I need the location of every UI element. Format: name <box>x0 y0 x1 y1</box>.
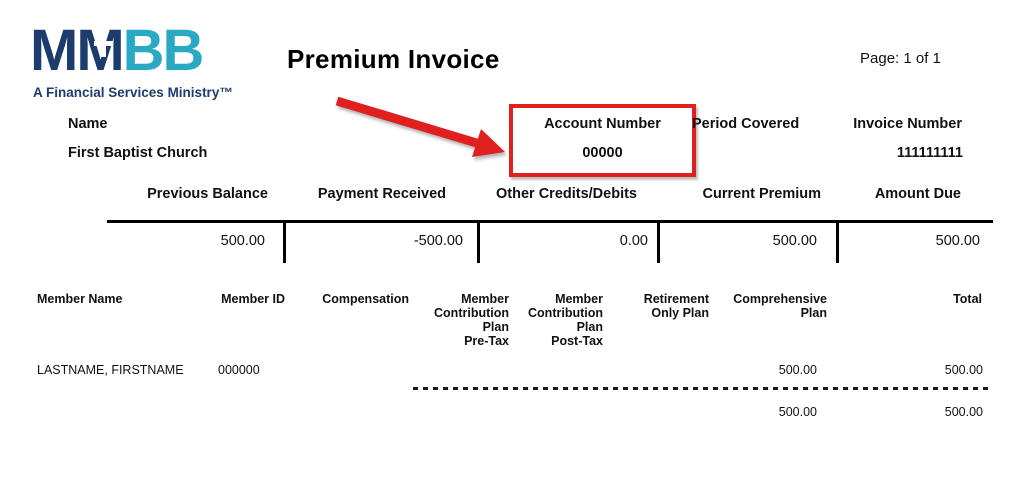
member-name-cell: LASTNAME, FIRSTNAME <box>37 363 184 377</box>
summary-column-divider <box>836 220 839 263</box>
cross-icon <box>101 35 106 57</box>
payment-received-value: -500.00 <box>413 233 463 249</box>
other-credits-debits-value: 0.00 <box>619 233 648 249</box>
annotation-arrow-icon <box>335 96 505 157</box>
page-number: Page: 1 of 1 <box>860 50 941 67</box>
payment-received-label: Payment Received <box>317 186 446 202</box>
member-id-header: Member ID <box>221 292 285 306</box>
total-header: Total <box>953 292 982 306</box>
account-number-label: Account Number <box>544 116 661 132</box>
summary-column-divider <box>283 220 286 263</box>
previous-balance-value: 500.00 <box>220 233 265 249</box>
page-title: Premium Invoice <box>287 44 500 74</box>
logo-bb-text: BB <box>122 18 205 83</box>
invoice-number-value: 111111111 <box>896 145 963 161</box>
logo-mm-text: MM <box>30 18 125 83</box>
period-covered-label: Period Covered <box>692 116 800 132</box>
contribution-pretax-header: Member Contribution Plan Pre-Tax <box>434 292 509 348</box>
summary-divider-line <box>107 220 993 223</box>
member-id-cell: 000000 <box>218 363 260 377</box>
comprehensive-plan-header: Comprehensive Plan <box>733 292 827 320</box>
compensation-header: Compensation <box>322 292 409 306</box>
other-credits-debits-label: Other Credits/Debits <box>496 186 637 202</box>
summary-column-divider <box>477 220 480 263</box>
amount-due-value: 500.00 <box>935 233 980 249</box>
comprehensive-cell: 500.00 <box>778 363 817 377</box>
current-premium-label: Current Premium <box>702 186 821 202</box>
current-premium-value: 500.00 <box>772 233 817 249</box>
amount-due-label: Amount Due <box>874 186 961 202</box>
name-value: First Baptist Church <box>68 145 208 161</box>
account-number-highlight-box <box>509 104 696 177</box>
mmbb-logo: MMBB <box>30 22 204 80</box>
cross-icon <box>94 41 113 46</box>
summary-column-divider <box>657 220 660 263</box>
name-label: Name <box>68 116 108 132</box>
totals-dashed-divider <box>413 387 991 390</box>
retirement-only-plan-header: Retirement Only Plan <box>643 292 709 320</box>
member-name-header: Member Name <box>37 292 123 306</box>
invoice-number-label: Invoice Number <box>853 116 962 132</box>
contribution-posttax-header: Member Contribution Plan Post-Tax <box>528 292 603 348</box>
previous-balance-label: Previous Balance <box>147 186 268 202</box>
comprehensive-total-value: 500.00 <box>778 405 817 419</box>
grand-total-value: 500.00 <box>944 405 983 419</box>
account-number-value: 00000 <box>582 145 623 161</box>
row-total-cell: 500.00 <box>944 363 983 377</box>
logo-tagline: A Financial Services Ministry™ <box>33 85 233 100</box>
